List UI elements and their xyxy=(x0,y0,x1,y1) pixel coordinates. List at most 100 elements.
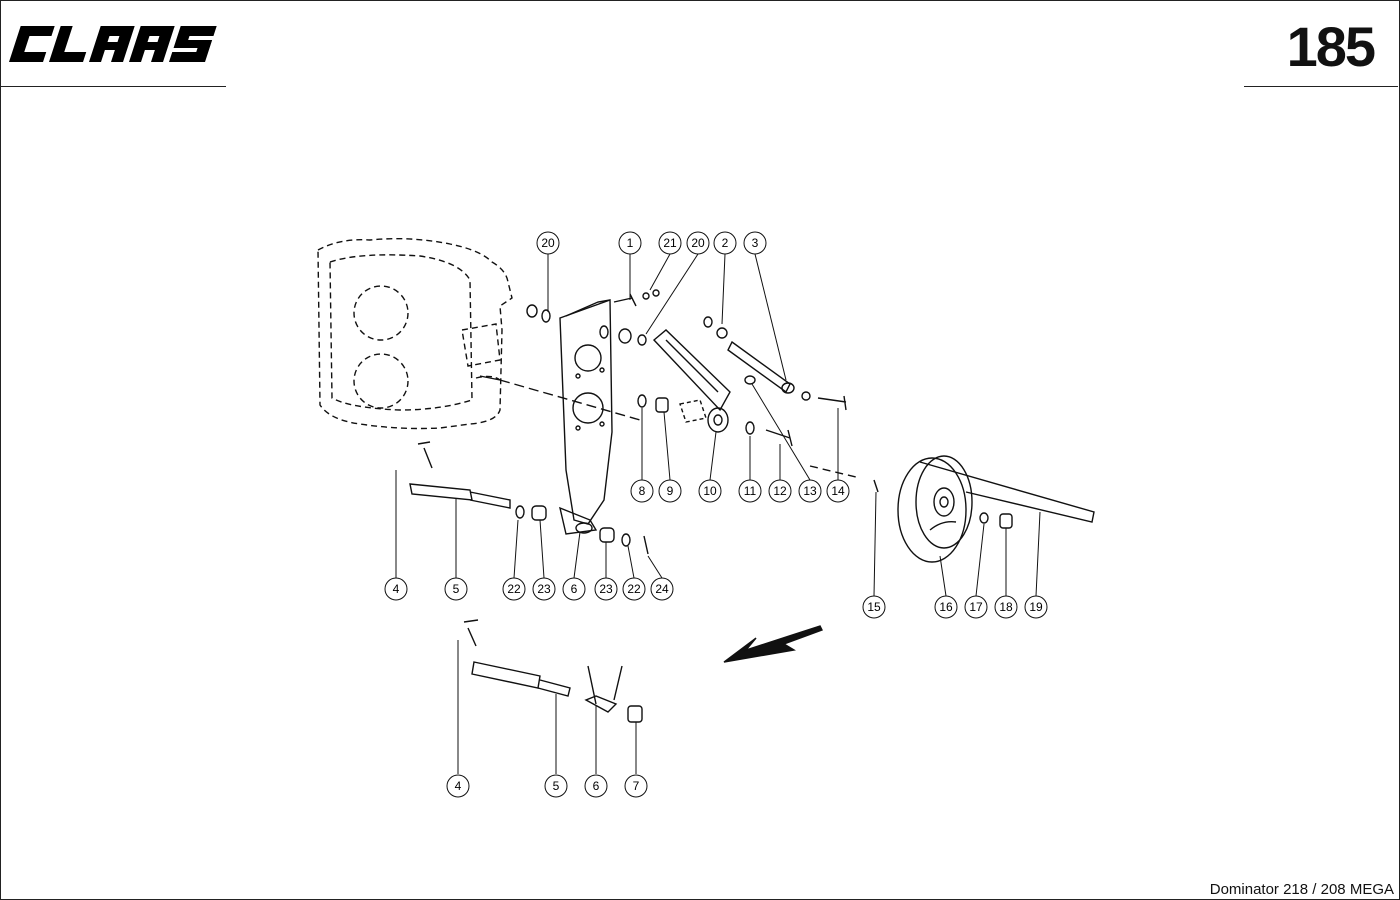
detail-callout-5: 5 xyxy=(544,774,568,798)
detail-plate-6 xyxy=(584,665,623,713)
model-label: Dominator 218 / 208 MEGA xyxy=(1209,881,1394,898)
callout-11: 11 xyxy=(738,479,762,503)
callout-label: 20 xyxy=(541,236,555,250)
callout-label: 11 xyxy=(744,484,757,498)
page-number: 185 xyxy=(1286,15,1376,78)
center-line xyxy=(499,379,641,421)
detail-bolt-4 xyxy=(463,619,479,647)
detail-callout-4: 4 xyxy=(446,774,470,798)
callout-21: 21 xyxy=(658,231,682,255)
callout-label: 10 xyxy=(703,484,717,498)
callout-label: 16 xyxy=(939,600,953,614)
callout-label: 13 xyxy=(803,484,817,498)
nut-2 xyxy=(703,316,713,328)
callout-24: 24 xyxy=(650,577,674,601)
engine-housing xyxy=(317,237,513,430)
callout-label: 9 xyxy=(667,484,674,498)
header-rule-left xyxy=(0,86,226,87)
callout-3: 3 xyxy=(743,231,767,255)
callout-14: 14 xyxy=(826,479,850,503)
callout-label: 6 xyxy=(571,582,578,596)
callout-19: 19 xyxy=(1024,595,1048,619)
callout-label: 5 xyxy=(453,582,460,596)
slotted-lever-3 xyxy=(727,340,795,394)
washer-11 xyxy=(745,421,755,435)
callout-label: 20 xyxy=(691,236,705,250)
mounting-plate xyxy=(559,299,613,535)
callout-6: 6 xyxy=(562,577,586,601)
pivot-shaft-5 xyxy=(409,483,511,509)
callout-22a: 22 xyxy=(502,577,526,601)
nut-18 xyxy=(999,513,1013,529)
washer-20b xyxy=(637,334,647,346)
callout-label: 6 xyxy=(593,779,600,793)
callout-23a: 23 xyxy=(532,577,556,601)
bolt-12 xyxy=(765,429,793,447)
v-belt-19 xyxy=(919,461,1095,523)
detail-callout-7: 7 xyxy=(624,774,648,798)
callout-label: 4 xyxy=(393,582,400,596)
tension-arm xyxy=(652,329,731,433)
pin-24 xyxy=(643,535,649,555)
bolt-4 xyxy=(417,441,433,469)
detail-shaft-5 xyxy=(471,661,571,697)
callout-13: 13 xyxy=(798,479,822,503)
direction-arrow xyxy=(723,625,823,663)
callout-22b: 22 xyxy=(622,577,646,601)
callout-label: 22 xyxy=(507,582,521,596)
bushing-23a xyxy=(531,505,547,521)
callout-bubbles: 20 1 21 20 2 3 8 9 10 11 12 13 14 4 5 22… xyxy=(384,231,1048,798)
key-15 xyxy=(873,479,879,493)
washer-8 xyxy=(637,394,647,408)
callout-20a: 20 xyxy=(536,231,560,255)
callout-label: 12 xyxy=(773,484,787,498)
bolt-1 xyxy=(613,293,637,307)
detail-callout-6: 6 xyxy=(584,774,608,798)
callout-label: 23 xyxy=(537,582,551,596)
callout-label: 2 xyxy=(722,236,729,250)
callout-label: 24 xyxy=(655,582,669,596)
claas-logo xyxy=(9,26,217,62)
callout-20b: 20 xyxy=(686,231,710,255)
callout-label: 14 xyxy=(831,484,845,498)
bushing-23b xyxy=(599,527,615,543)
callout-label: 15 xyxy=(867,600,881,614)
callout-5: 5 xyxy=(444,577,468,601)
shaft-stub xyxy=(479,375,501,381)
callout-label: 21 xyxy=(663,236,677,250)
callout-1: 1 xyxy=(618,231,642,255)
callout-17: 17 xyxy=(964,595,988,619)
callout-label: 3 xyxy=(752,236,759,250)
washer-20a xyxy=(541,309,551,323)
washer-17 xyxy=(979,512,989,524)
washer-22a xyxy=(515,505,525,519)
callout-12: 12 xyxy=(768,479,792,503)
nut-20a xyxy=(526,304,538,318)
callout-8: 8 xyxy=(630,479,654,503)
detail-nut-7 xyxy=(627,705,643,723)
callout-9: 9 xyxy=(658,479,682,503)
callout-23b: 23 xyxy=(594,577,618,601)
callout-label: 19 xyxy=(1029,600,1043,614)
washer-22b xyxy=(621,533,631,547)
callout-4: 4 xyxy=(384,577,408,601)
callout-label: 18 xyxy=(999,600,1013,614)
callout-label: 1 xyxy=(627,236,634,250)
callout-label: 23 xyxy=(599,582,613,596)
callout-15: 15 xyxy=(862,595,886,619)
callout-label: 22 xyxy=(627,582,641,596)
header-rule-right xyxy=(1244,86,1398,87)
callout-label: 5 xyxy=(553,779,560,793)
callout-label: 7 xyxy=(633,779,640,793)
callout-label: 17 xyxy=(969,600,983,614)
nut-9 xyxy=(655,397,669,413)
washer-upper xyxy=(599,325,609,339)
callout-18: 18 xyxy=(994,595,1018,619)
nut-21 xyxy=(618,328,632,344)
callout-label: 8 xyxy=(639,484,646,498)
leader-lines xyxy=(395,253,1041,774)
callout-2: 2 xyxy=(713,231,737,255)
callout-label: 4 xyxy=(455,779,462,793)
bolt-14 xyxy=(817,395,847,411)
